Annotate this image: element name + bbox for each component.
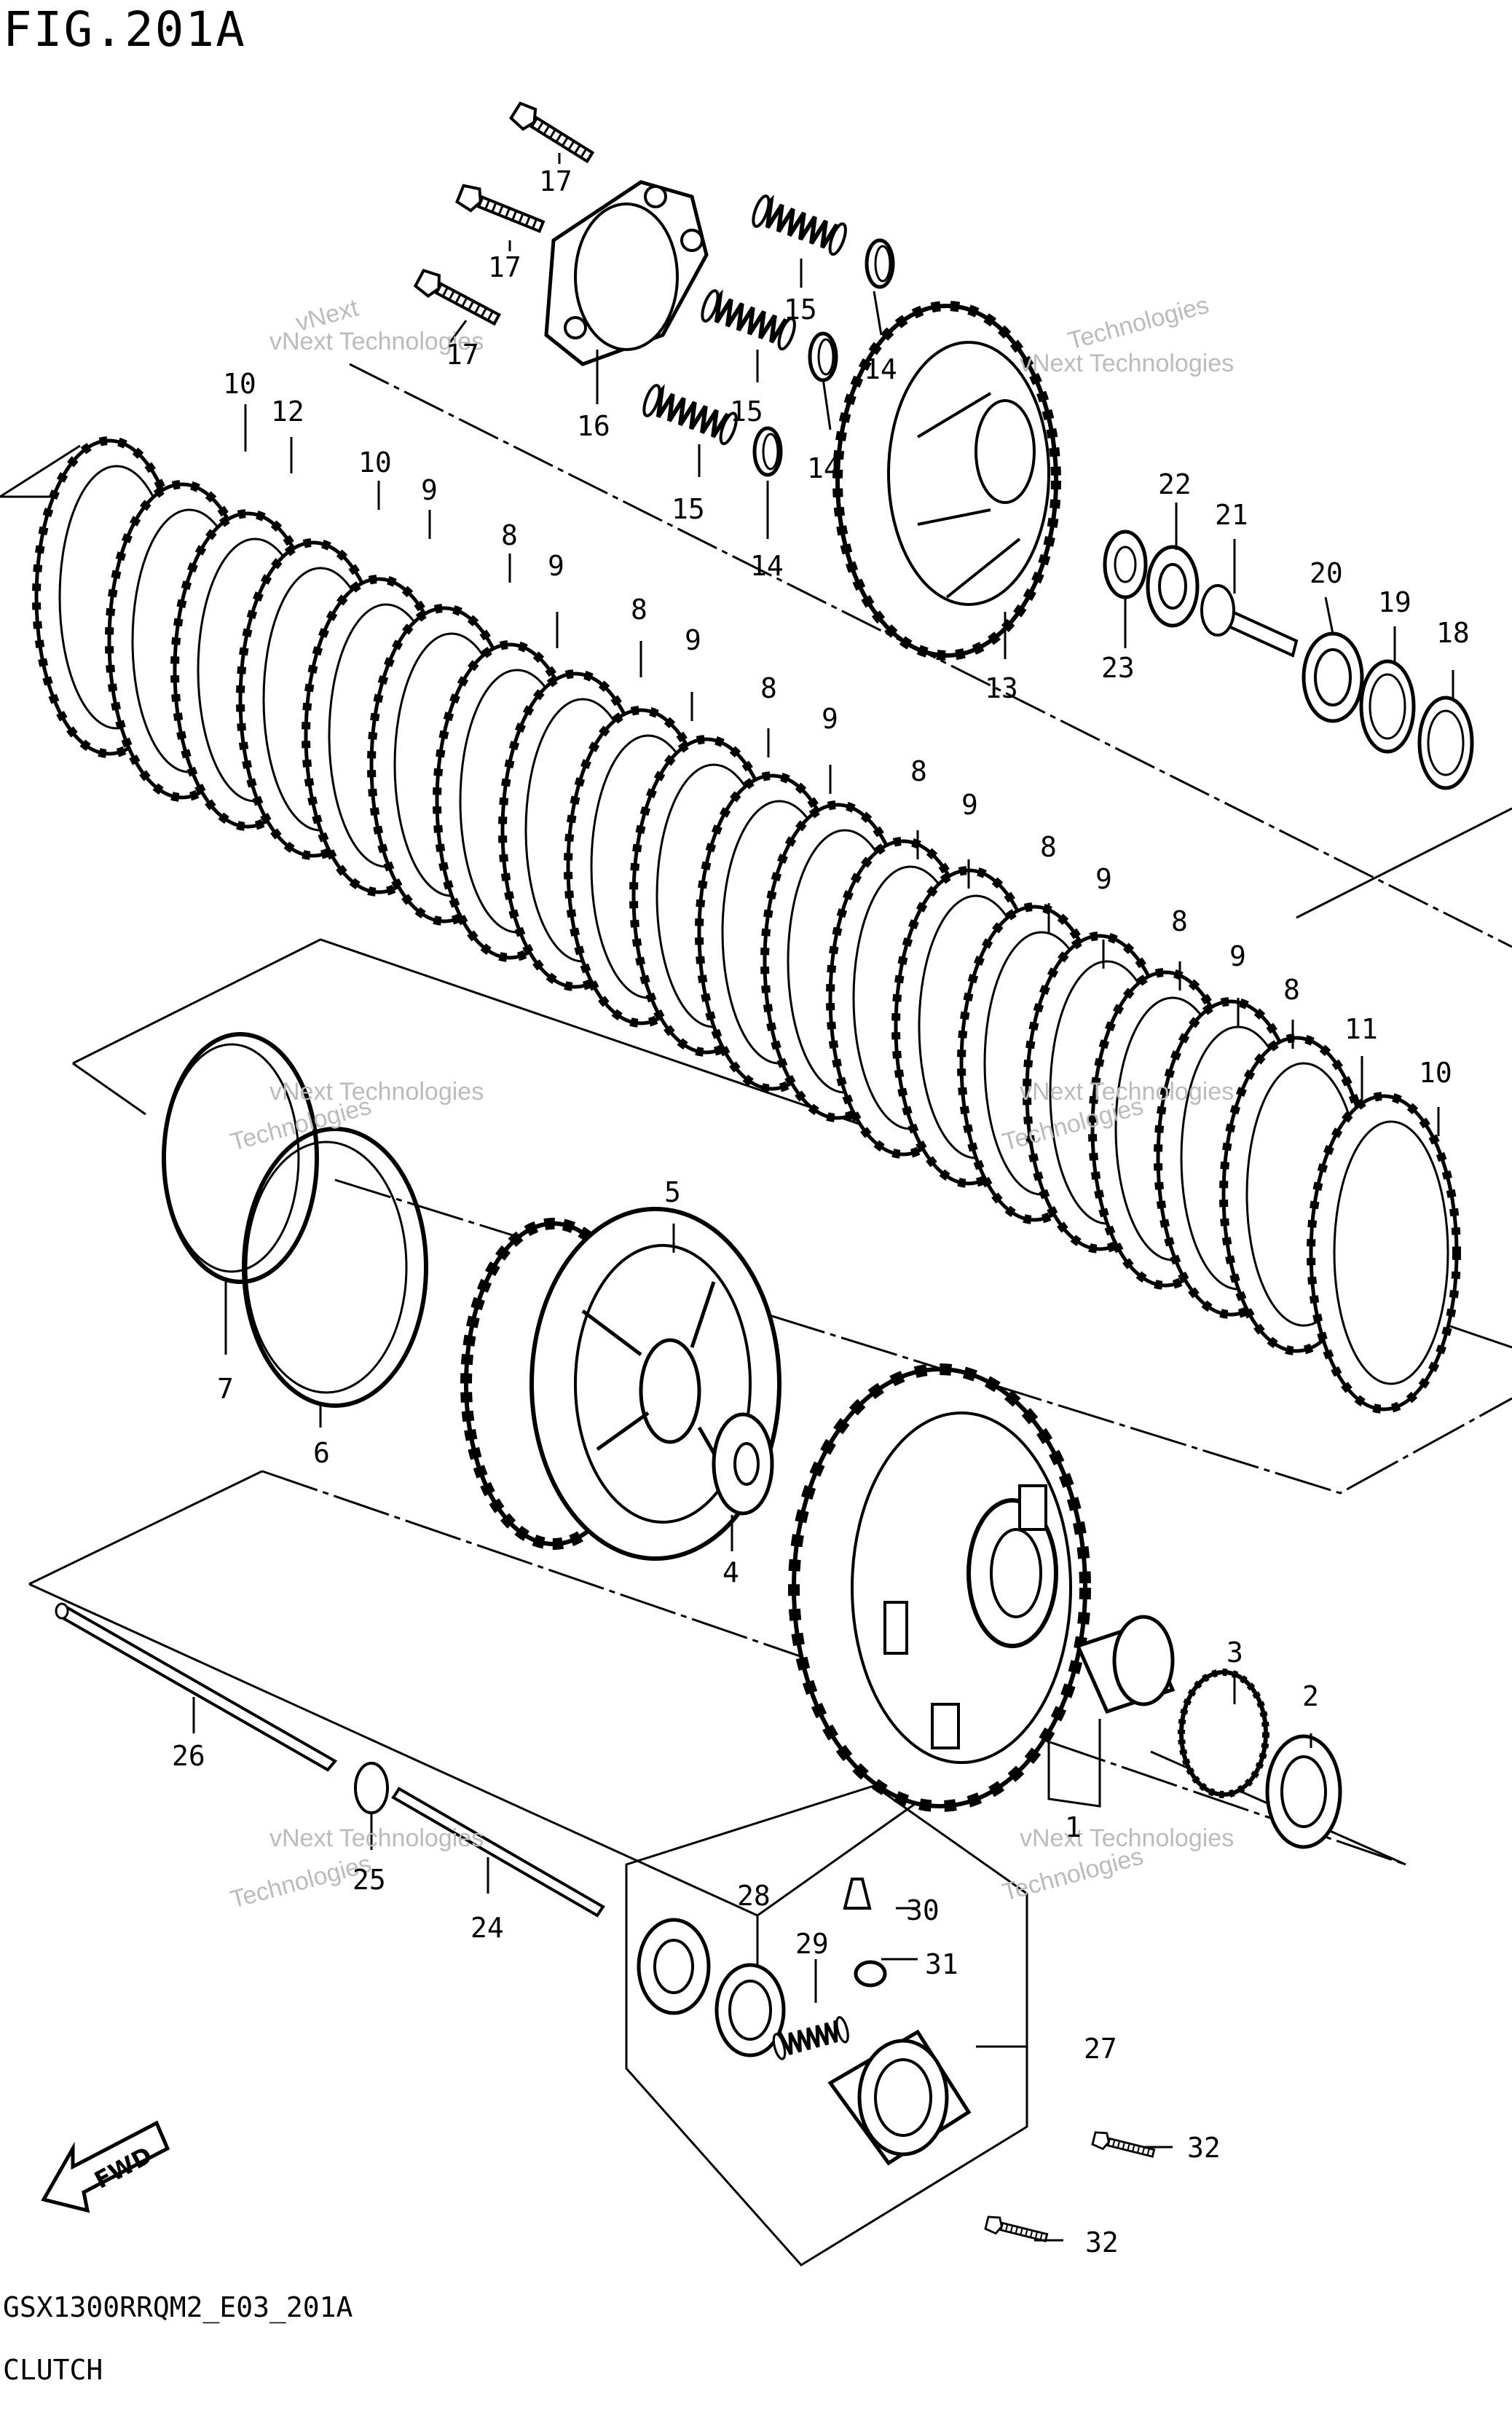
svg-text:vNext Technologies: vNext Technologies xyxy=(269,1824,484,1852)
push-rods xyxy=(55,1602,605,1918)
callout-8: 8 xyxy=(501,519,518,551)
callout-23: 23 xyxy=(1101,652,1135,684)
callout-10: 10 xyxy=(1419,1057,1452,1089)
spacer-bearing-washer xyxy=(1075,1615,1342,1849)
clutch-release-parts xyxy=(637,1878,972,2166)
callout-13: 13 xyxy=(985,672,1018,704)
callout-9: 9 xyxy=(961,789,978,821)
callout-9: 9 xyxy=(421,474,438,506)
callout-17: 17 xyxy=(446,339,479,371)
callout-15: 15 xyxy=(730,395,763,428)
callout-9: 9 xyxy=(822,703,838,735)
callout-25: 25 xyxy=(353,1864,386,1896)
callout-8: 8 xyxy=(1171,905,1188,937)
callout-15: 15 xyxy=(672,493,705,525)
callout-22: 22 xyxy=(1158,468,1192,500)
callout-8: 8 xyxy=(910,755,927,787)
svg-text:vNext Technologies: vNext Technologies xyxy=(269,328,484,355)
forward-direction-arrow: FWD xyxy=(41,2120,170,2213)
svg-text:Technologies: Technologies xyxy=(1065,291,1212,355)
callout-29: 29 xyxy=(795,1928,829,1960)
callout-32: 32 xyxy=(1085,2226,1119,2258)
callout-8: 8 xyxy=(1283,974,1300,1006)
callout-19: 19 xyxy=(1378,586,1411,618)
callout-14: 14 xyxy=(807,452,840,484)
callout-20: 20 xyxy=(1310,557,1343,589)
callout-9: 9 xyxy=(1095,863,1112,895)
callout-28: 28 xyxy=(737,1880,771,1912)
callout-30: 30 xyxy=(906,1894,940,1926)
callout-8: 8 xyxy=(631,594,647,626)
primary-driven-gear-housing xyxy=(788,1363,1091,1812)
callout-6: 6 xyxy=(313,1437,330,1469)
group-name: CLUTCH xyxy=(3,2354,103,2386)
callout-8: 8 xyxy=(1040,831,1057,863)
clutch-sleeve-hub xyxy=(460,1207,781,1561)
callout-14: 14 xyxy=(750,550,784,582)
callout-15: 15 xyxy=(784,294,817,326)
svg-text:vNext Technologies: vNext Technologies xyxy=(269,1078,484,1106)
figure-title: FIG.201A xyxy=(3,1,246,58)
callout-1: 1 xyxy=(1065,1811,1082,1843)
callout-16: 16 xyxy=(577,410,610,442)
wire-rings xyxy=(162,1032,428,1408)
callout-11: 11 xyxy=(1344,1013,1378,1045)
callout-3: 3 xyxy=(1226,1637,1243,1669)
leader-lines xyxy=(192,153,1454,2242)
svg-text:vNext Technologies: vNext Technologies xyxy=(1020,1824,1234,1852)
callout-21: 21 xyxy=(1215,499,1248,531)
model-code: GSX1300RRQM2_E03_201A xyxy=(3,2291,353,2323)
callout-9: 9 xyxy=(1229,940,1246,972)
callout-17: 17 xyxy=(488,251,521,283)
callout-8: 8 xyxy=(760,672,777,704)
callout-4: 4 xyxy=(722,1556,739,1588)
thrust-washer xyxy=(712,1412,774,1516)
pushrod-bearing-set xyxy=(1103,529,1474,790)
callout-7: 7 xyxy=(217,1373,234,1405)
callout-31: 31 xyxy=(925,1948,958,1980)
callout-17: 17 xyxy=(539,165,572,197)
callout-27: 27 xyxy=(1084,2033,1117,2065)
watermarks: vNext Technologies vNext vNext Technolog… xyxy=(227,291,1234,1914)
callout-26: 26 xyxy=(172,1740,205,1772)
pressure-plate xyxy=(832,301,1061,661)
callout-10: 10 xyxy=(358,446,392,479)
callout-5: 5 xyxy=(664,1176,681,1208)
callout-2: 2 xyxy=(1302,1680,1319,1712)
callout-24: 24 xyxy=(470,1912,504,1944)
svg-text:vNext Technologies: vNext Technologies xyxy=(1020,350,1234,377)
callout-9: 9 xyxy=(685,624,701,656)
callout-32: 32 xyxy=(1187,2132,1221,2164)
release-bolts xyxy=(983,2129,1157,2247)
callout-12: 12 xyxy=(271,395,304,428)
svg-text:vNext Technologies: vNext Technologies xyxy=(1020,1078,1234,1106)
callout-18: 18 xyxy=(1436,617,1470,649)
callout-labels: 17 17 17 16 15 15 15 14 14 14 13 22 21 2… xyxy=(172,165,1470,2258)
spring-plate xyxy=(544,180,709,366)
callout-9: 9 xyxy=(548,550,564,582)
callout-10: 10 xyxy=(223,368,256,400)
callout-14: 14 xyxy=(864,353,897,385)
